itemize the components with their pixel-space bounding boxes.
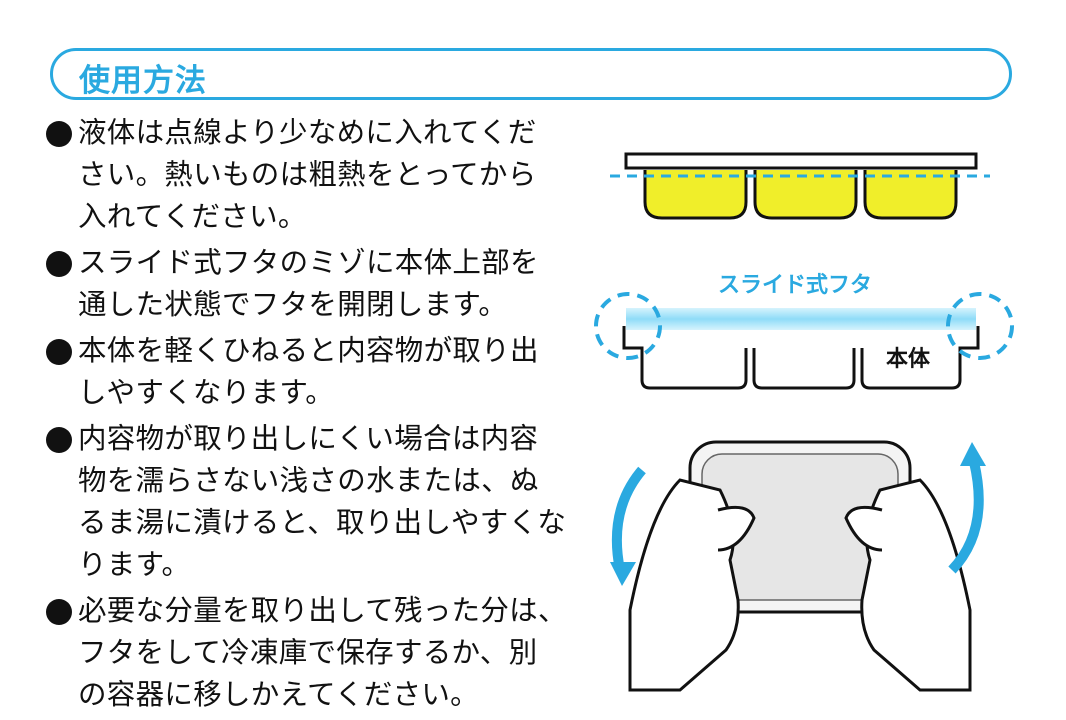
tray-lid xyxy=(624,152,978,170)
instruction-text: 液体は点線より少なめに入れてくだ さい。熱いものは粗熱をとってから 入れてくださ… xyxy=(78,116,537,233)
instruction-item: 必要な分量を取り出して残った分は、 フタをして冷凍庫で保存するか、別 の容器に移… xyxy=(40,590,580,716)
bullet-icon xyxy=(46,251,72,277)
groove-highlight-right-icon xyxy=(946,292,1014,360)
illustration-panel: スライド式フタ 本体 xyxy=(590,130,1050,700)
section-header: 使用方法 xyxy=(50,48,1012,100)
rotate-arrow-left-icon xyxy=(611,466,646,571)
bullet-icon xyxy=(46,599,72,625)
slide-lid-diagram: スライド式フタ 本体 xyxy=(594,273,1014,390)
instruction-text: 必要な分量を取り出して残った分は、 フタをして冷凍庫で保存するか、別 の容器に移… xyxy=(78,594,567,711)
arrow-head-right-icon xyxy=(960,442,986,466)
section-title: 使用方法 xyxy=(79,63,207,99)
instruction-text: スライド式フタのミゾに本体上部を 通した状態でフタを開閉します。 xyxy=(78,246,539,321)
body-label: 本体 xyxy=(886,347,931,372)
instruction-item: 液体は点線より少なめに入れてくだ さい。熱いものは粗熱をとってから 入れてくださ… xyxy=(40,112,580,238)
slide-lid xyxy=(626,308,976,330)
instruction-item: スライド式フタのミゾに本体上部を 通した状態でフタを開閉します。 xyxy=(40,242,580,326)
right-thumb xyxy=(844,505,883,552)
instruction-text: 内容物が取り出しにくい場合は内容 物を濡らさない浅さの水または、ぬ るま湯に漬け… xyxy=(78,422,567,581)
instruction-text: 本体を軽くひねると内容物が取り出 しやすくなります。 xyxy=(78,334,539,409)
fill-line-diagram xyxy=(610,152,990,220)
twist-diagram xyxy=(610,440,986,692)
bullet-icon xyxy=(46,339,72,365)
bullet-icon xyxy=(46,121,72,147)
tray-cavity-left xyxy=(643,170,748,220)
arrow-head-left-icon xyxy=(610,562,636,586)
tray-cavity-right xyxy=(863,170,958,220)
instruction-item: 内容物が取り出しにくい場合は内容 物を濡らさない浅さの水または、ぬ るま湯に漬け… xyxy=(40,418,580,586)
tray-cavity-middle xyxy=(753,170,858,220)
instruction-item: 本体を軽くひねると内容物が取り出 しやすくなります。 xyxy=(40,330,580,414)
groove-highlight-left-icon xyxy=(594,292,662,360)
tray-body-outline xyxy=(622,326,980,390)
lid-label: スライド式フタ xyxy=(718,273,872,298)
left-thumb xyxy=(717,505,756,552)
illustration-svg: スライド式フタ 本体 xyxy=(594,152,1014,692)
rotate-arrow-right-icon xyxy=(948,460,984,574)
bullet-icon xyxy=(46,427,72,453)
instruction-list: 液体は点線より少なめに入れてくだ さい。熱いものは粗熱をとってから 入れてくださ… xyxy=(40,112,580,720)
